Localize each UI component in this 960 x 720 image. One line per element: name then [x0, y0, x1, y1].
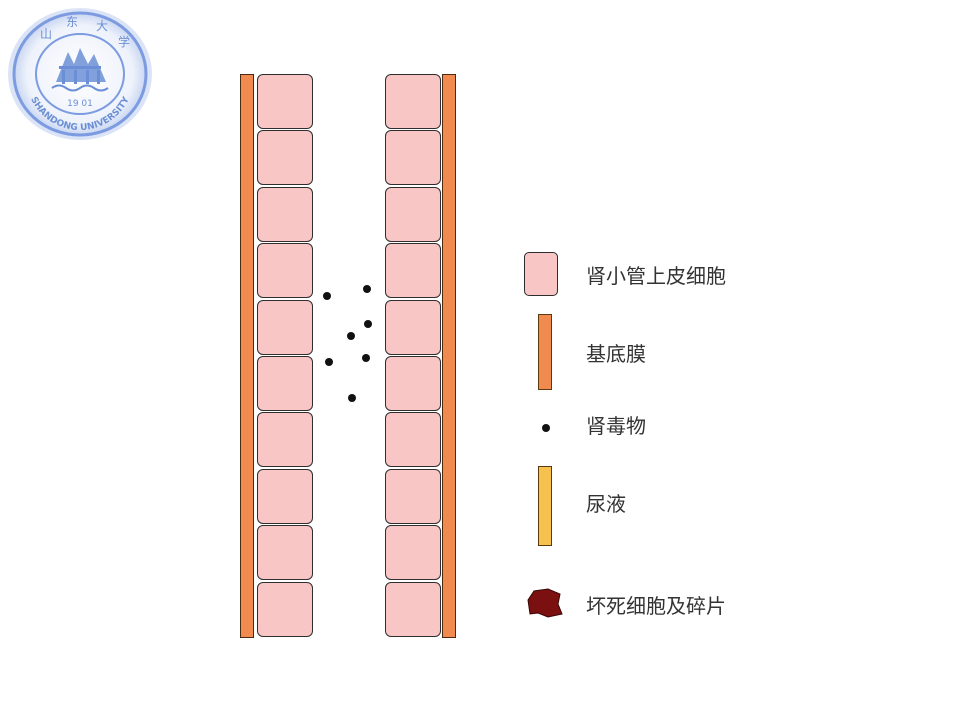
- epithelial-cell: [385, 525, 441, 581]
- epithelial-cell: [257, 356, 313, 411]
- svg-text:东: 东: [66, 15, 78, 29]
- epithelial-cell: [385, 299, 441, 355]
- toxin-particle: [347, 332, 355, 340]
- epithelial-cell: [257, 74, 313, 129]
- toxin-particle: [364, 320, 372, 328]
- basement-membrane-right: [442, 74, 456, 638]
- legend-label: 基底膜: [586, 342, 646, 366]
- epithelial-cell: [257, 130, 313, 186]
- epithelial-cell: [257, 468, 313, 524]
- toxin-swatch: [542, 424, 550, 432]
- university-logo: SHANDONG UNIVERSITY 19 01 山东大学: [8, 8, 152, 140]
- epithelial-cell: [257, 412, 313, 468]
- necrotic-debris-swatch: [527, 588, 563, 618]
- toxin-particle: [325, 358, 333, 366]
- epithelial-cell: [257, 299, 313, 355]
- svg-text:山: 山: [40, 27, 52, 41]
- renal-tubule-diagram: [230, 60, 470, 650]
- toxin-particle: [363, 285, 371, 293]
- epithelial-cell: [257, 525, 313, 581]
- legend-label: 肾毒物: [586, 414, 646, 438]
- epithelial-cell: [257, 581, 313, 637]
- urine-swatch: [538, 466, 552, 546]
- legend-label: 尿液: [586, 492, 626, 516]
- epithelial-cell: [385, 130, 441, 186]
- legend-label: 坏死细胞及碎片: [586, 594, 726, 618]
- legend-label: 肾小管上皮细胞: [586, 264, 726, 288]
- epithelial-cell: [385, 74, 441, 129]
- svg-text:19 01: 19 01: [67, 99, 93, 109]
- epithelial-cell: [385, 186, 441, 242]
- toxin-particle: [323, 292, 331, 300]
- epithelial-cell: [385, 243, 441, 299]
- svg-text:学: 学: [118, 34, 130, 49]
- epithelial-cell-swatch: [524, 252, 558, 296]
- epithelial-cell: [257, 243, 313, 299]
- basement-membrane-left: [240, 74, 254, 638]
- epithelial-cell: [385, 356, 441, 411]
- toxin-particle: [348, 394, 356, 402]
- svg-text:大: 大: [96, 19, 108, 33]
- epithelial-cell: [257, 186, 313, 242]
- epithelial-cell: [385, 468, 441, 524]
- epithelial-cell: [385, 581, 441, 637]
- epithelial-cell: [385, 412, 441, 468]
- toxin-particle: [362, 354, 370, 362]
- basement-membrane-swatch: [538, 314, 552, 390]
